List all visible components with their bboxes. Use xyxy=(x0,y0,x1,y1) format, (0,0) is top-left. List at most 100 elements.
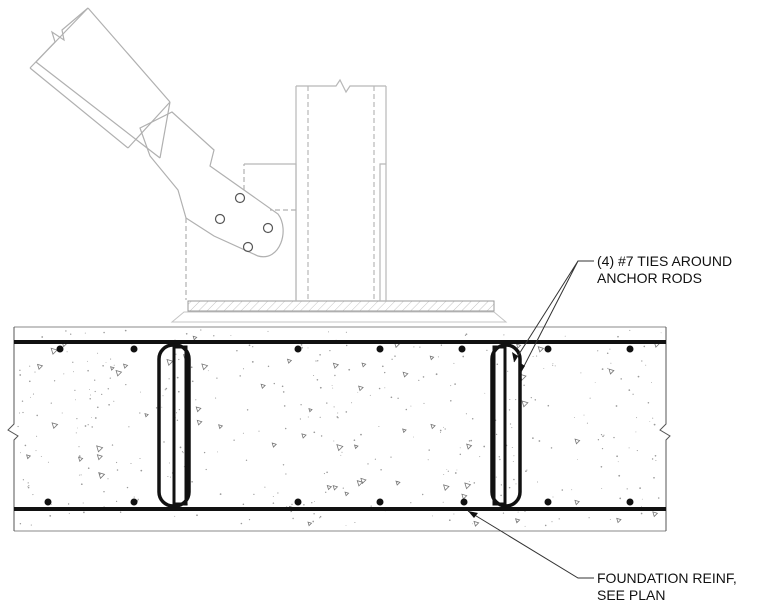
tie-right-outer xyxy=(490,343,522,508)
aggregate-speck xyxy=(107,388,110,390)
aggregate-speck xyxy=(334,374,336,377)
aggregate-speck xyxy=(513,455,515,457)
aggregate-speck xyxy=(242,368,245,370)
rebar-dot xyxy=(458,345,466,353)
aggregate-speck xyxy=(453,362,455,364)
aggregate-speck xyxy=(588,517,590,519)
aggregate-speck xyxy=(543,367,545,369)
aggregate-speck xyxy=(168,462,170,464)
aggregate-speck xyxy=(422,376,425,378)
aggregate-speck xyxy=(577,459,578,460)
aggregate-triangle xyxy=(307,521,313,527)
aggregate-speck xyxy=(534,399,537,401)
aggregate-speck xyxy=(446,469,448,470)
aggregate-triangle xyxy=(301,433,307,439)
aggregate-speck xyxy=(30,524,32,526)
aggregate-speck xyxy=(35,450,37,452)
aggregate-speck xyxy=(291,503,293,506)
aggregate-speck xyxy=(394,355,396,357)
aggregate-speck xyxy=(552,364,554,366)
aggregate-speck xyxy=(571,489,573,491)
aggregate-speck xyxy=(315,360,317,362)
aggregate-speck xyxy=(176,376,179,379)
aggregate-speck xyxy=(313,374,315,377)
aggregate-speck xyxy=(456,469,458,471)
aggregate-speck xyxy=(108,403,110,406)
aggregate-speck xyxy=(47,461,49,463)
aggregate-speck xyxy=(502,512,505,514)
aggregate-speck xyxy=(167,475,169,478)
aggregate-speck xyxy=(36,435,38,437)
aggregate-speck xyxy=(437,356,439,358)
connection-bolts xyxy=(214,192,274,253)
aggregate-speck xyxy=(49,515,52,517)
aggregate-speck xyxy=(75,399,76,401)
aggregate-speck xyxy=(65,330,67,332)
aggregate-speck xyxy=(195,399,197,401)
aggregate-speck xyxy=(125,383,127,386)
aggregate-speck xyxy=(342,487,344,489)
aggregate-speck xyxy=(459,447,461,449)
aggregate-speck xyxy=(526,469,528,471)
aggregate-speck xyxy=(550,447,553,449)
aggregate-speck xyxy=(313,431,316,434)
aggregate-speck xyxy=(91,417,92,419)
aggregate-speck xyxy=(161,406,163,408)
aggregate-speck xyxy=(600,465,603,468)
aggregate-speck xyxy=(628,389,631,391)
aggregate-speck xyxy=(484,392,486,394)
aggregate-speck xyxy=(36,414,38,417)
aggregate-speck xyxy=(177,390,180,393)
aggregate-triangle xyxy=(356,480,364,487)
aggregate-speck xyxy=(495,433,498,436)
aggregate-triangle xyxy=(26,454,32,460)
aggregate-speck xyxy=(78,455,81,457)
aggregate-speck xyxy=(643,345,646,348)
arrowhead-icon xyxy=(468,511,478,518)
aggregate-speck xyxy=(84,425,87,427)
aggregate-speck xyxy=(511,447,513,448)
aggregate-speck xyxy=(314,500,315,502)
aggregate-speck xyxy=(97,352,99,354)
aggregate-speck xyxy=(508,409,511,411)
aggregate-speck xyxy=(390,396,393,399)
aggregate-speck xyxy=(272,496,274,497)
aggregate-triangle xyxy=(332,362,340,369)
aggregate-speck xyxy=(479,456,481,458)
aggregate-speck xyxy=(511,427,513,429)
aggregate-speck xyxy=(319,517,321,519)
aggregate-speck xyxy=(207,370,209,372)
aggregate-speck xyxy=(326,471,328,474)
aggregate-speck xyxy=(273,382,275,385)
aggregate-speck xyxy=(22,479,25,481)
aggregate-speck xyxy=(486,349,488,352)
aggregate-speck xyxy=(248,344,251,347)
aggregate-speck xyxy=(532,437,534,439)
aggregate-speck xyxy=(357,391,359,393)
aggregate-triangle xyxy=(192,335,198,341)
aggregate-speck xyxy=(439,429,442,432)
aggregate-speck xyxy=(72,361,74,363)
aggregate-speck xyxy=(619,497,622,500)
aggregate-speck xyxy=(316,379,319,381)
aggregate-triangle xyxy=(195,406,202,413)
aggregate-speck xyxy=(413,436,415,438)
aggregate-speck xyxy=(641,360,643,362)
aggregate-speck xyxy=(282,391,285,393)
aggregate-speck xyxy=(240,522,243,525)
break-line-right xyxy=(659,327,671,531)
aggregate-speck xyxy=(496,363,499,365)
aggregate-speck xyxy=(178,358,180,361)
aggregate-speck xyxy=(109,377,111,379)
aggregate-triangle xyxy=(361,362,367,368)
aggregate-speck xyxy=(174,515,176,517)
aggregate-speck xyxy=(245,459,248,461)
aggregate-speck xyxy=(532,356,534,358)
aggregate-speck xyxy=(179,446,182,449)
aggregate-speck xyxy=(652,417,654,419)
aggregate-speck xyxy=(51,503,52,505)
brace-tube xyxy=(29,7,171,159)
aggregate-speck xyxy=(645,364,647,366)
rebar-dot xyxy=(130,345,138,353)
aggregate-speck xyxy=(602,435,604,438)
